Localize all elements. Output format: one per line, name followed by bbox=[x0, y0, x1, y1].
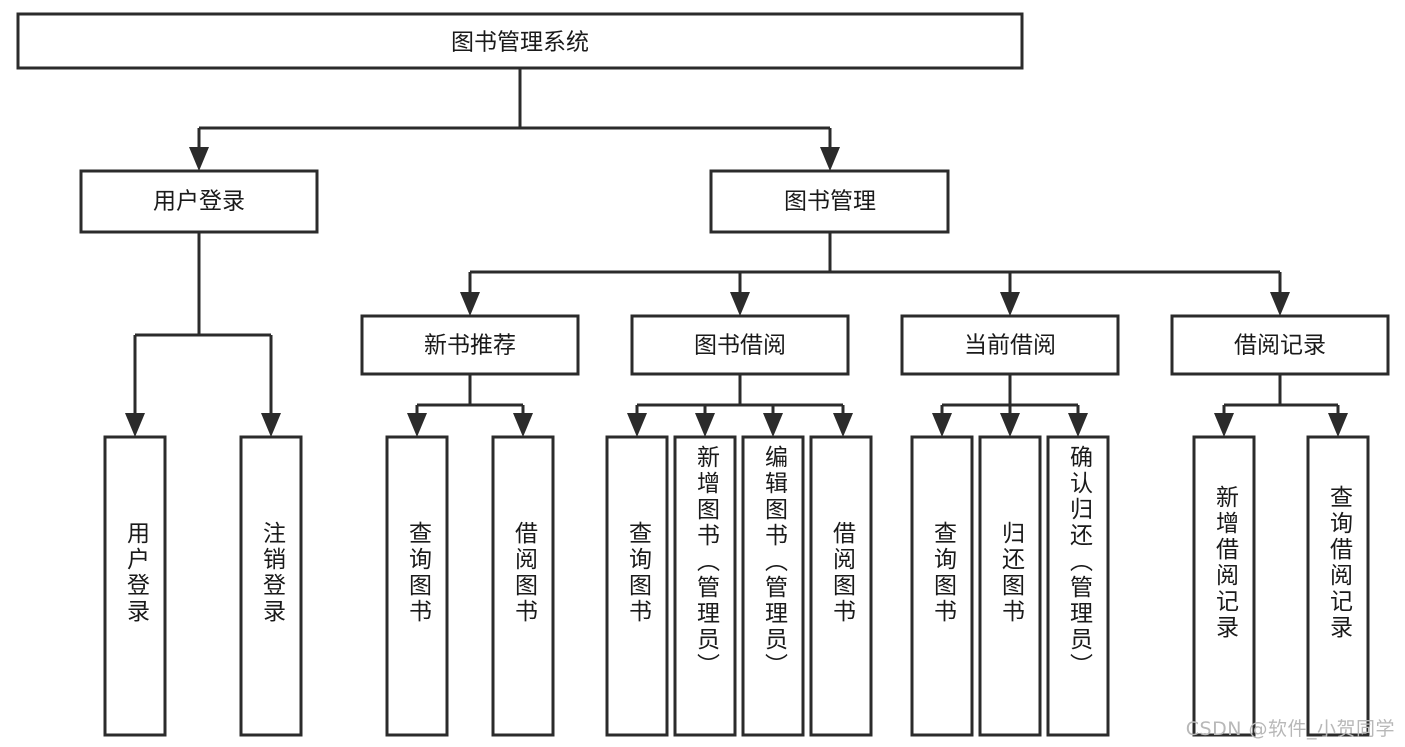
arrow-book-to-newbook bbox=[460, 292, 480, 316]
arrow-borrow-leaf-3 bbox=[763, 413, 783, 437]
leaf-box-add-book-admin[interactable] bbox=[673, 435, 737, 737]
arrow-borrow-leaf-4 bbox=[833, 413, 853, 437]
node-new-book-recommend[interactable] bbox=[360, 314, 580, 376]
leaf-box-edit-book-admin[interactable] bbox=[741, 435, 805, 737]
arrow-record-leaf-2 bbox=[1328, 413, 1348, 437]
arrow-book-to-record bbox=[1270, 292, 1290, 316]
arrow-newbook-leaf-1 bbox=[407, 413, 427, 437]
node-layer: 图书管理系统 用户登录 图书管理 新书推荐 图书借阅 当前借阅 借阅记录 bbox=[16, 12, 1390, 737]
node-user-login-label: 用户登录 bbox=[153, 189, 245, 215]
leaf-box-user-login[interactable] bbox=[103, 435, 167, 737]
arrow-book-to-borrow bbox=[730, 292, 750, 316]
node-current-borrow[interactable] bbox=[900, 314, 1120, 376]
leaf-box-query-borrow-record[interactable] bbox=[1306, 435, 1370, 737]
arrow-borrow-leaf-2 bbox=[695, 413, 715, 437]
leaf-box-query-book-1[interactable] bbox=[385, 435, 449, 737]
leaf-box-user-logout[interactable] bbox=[239, 435, 303, 737]
leaf-box-return-book[interactable] bbox=[978, 435, 1042, 737]
leaf-box-query-book-2[interactable] bbox=[605, 435, 669, 737]
node-root[interactable] bbox=[16, 12, 1024, 70]
node-current-borrow-label: 当前借阅 bbox=[964, 333, 1056, 359]
arrow-root-to-book bbox=[820, 147, 840, 171]
node-user-login[interactable] bbox=[79, 169, 319, 234]
leaf-box-query-book-3[interactable] bbox=[910, 435, 974, 737]
node-book-borrow[interactable] bbox=[630, 314, 850, 376]
leaf-box-borrow-book-1[interactable] bbox=[491, 435, 555, 737]
node-book-manage-label: 图书管理 bbox=[784, 189, 876, 215]
node-borrow-record-label: 借阅记录 bbox=[1234, 333, 1326, 359]
arrow-user-leaf-1 bbox=[125, 413, 145, 437]
arrow-current-leaf-1 bbox=[932, 413, 952, 437]
leaf-box-confirm-return-admin[interactable] bbox=[1046, 435, 1110, 737]
arrow-user-leaf-2 bbox=[261, 413, 281, 437]
node-book-borrow-label: 图书借阅 bbox=[694, 333, 786, 359]
arrow-book-to-current bbox=[1000, 292, 1020, 316]
node-book-manage[interactable] bbox=[709, 169, 950, 234]
arrow-record-leaf-1 bbox=[1214, 413, 1234, 437]
csdn-watermark: CSDN @软件_小贺同学 bbox=[1185, 718, 1395, 740]
arrow-root-to-user bbox=[189, 147, 209, 171]
leaf-box-add-borrow-record[interactable] bbox=[1192, 435, 1256, 737]
arrow-borrow-leaf-1 bbox=[627, 413, 647, 437]
node-new-book-recommend-label: 新书推荐 bbox=[424, 333, 516, 359]
arrow-current-leaf-3 bbox=[1068, 413, 1088, 437]
connector-layer bbox=[125, 68, 1348, 437]
arrow-newbook-leaf-2 bbox=[513, 413, 533, 437]
leaf-box-borrow-book-2[interactable] bbox=[809, 435, 873, 737]
node-borrow-record[interactable] bbox=[1170, 314, 1390, 376]
arrow-current-leaf-2 bbox=[1000, 413, 1020, 437]
node-root-label: 图书管理系统 bbox=[451, 30, 589, 56]
